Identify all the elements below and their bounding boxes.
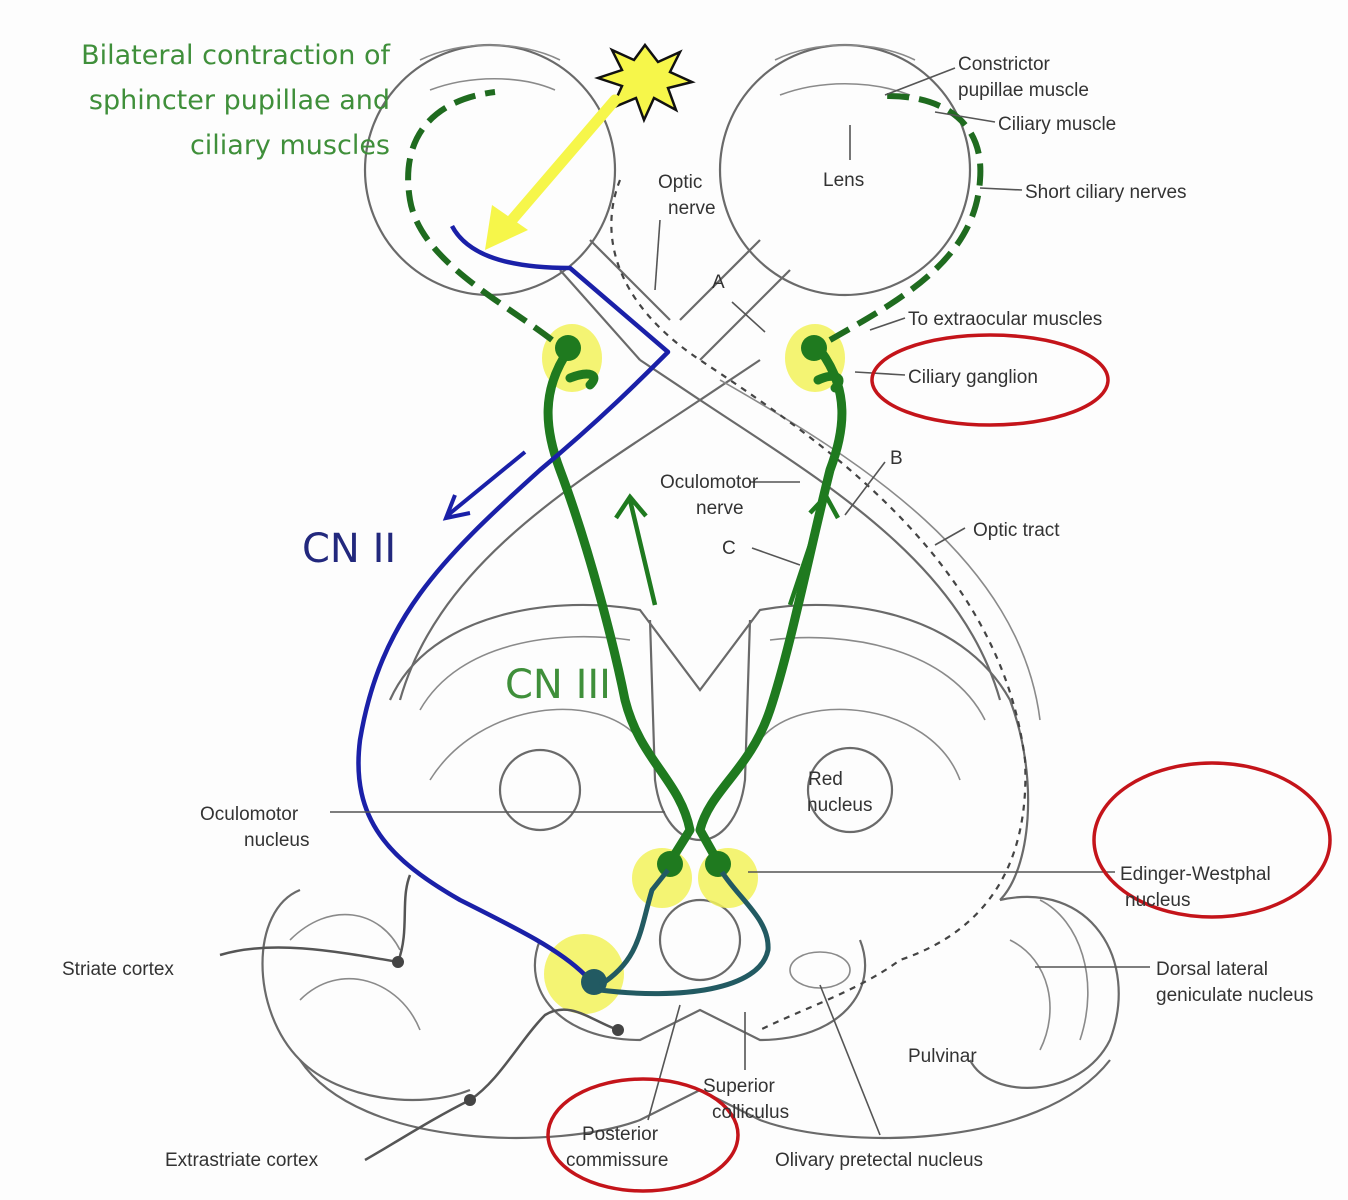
left-cn3-arrow [614, 493, 658, 606]
optic-tract-label: Optic tract [973, 520, 1060, 541]
edinger-westphal-label-1: Edinger-Westphal [1120, 864, 1271, 885]
ciliary-ganglion-circle [870, 333, 1110, 427]
extrastriate-cortex-label: Extrastriate cortex [165, 1150, 319, 1171]
title-line-2: sphincter pupillae and [89, 85, 390, 116]
dorsal-lateral-label-2: geniculate nucleus [1156, 985, 1313, 1006]
posterior-commissure-circle [546, 1077, 740, 1193]
short-ciliary-nerves [405, 89, 984, 343]
red-nucleus-label-2: nucleus [807, 795, 873, 816]
oculomotor-nerve-label-2: nerve [696, 498, 744, 519]
optic-nerve-label-2: nerve [668, 198, 716, 219]
ciliary-muscle-label: Ciliary muscle [998, 114, 1116, 135]
short-ciliary-nerves-label: Short ciliary nerves [1025, 182, 1187, 203]
pretectal-interneurons [598, 868, 771, 997]
marker-a-label: A [712, 272, 725, 293]
oculomotor-nucleus-label-1: Oculomotor [200, 804, 299, 825]
cn2-direction-arrow [442, 450, 527, 521]
edinger-westphal-label-2: nucleus [1125, 890, 1191, 911]
superior-colliculus-label-1: Superior [703, 1076, 775, 1097]
striate-cortex-label: Striate cortex [62, 959, 174, 980]
cn2-pathway [356, 224, 671, 995]
lens-label: Lens [823, 170, 864, 191]
cn3-label: CN III [505, 662, 611, 708]
emphasis-circles [546, 333, 1332, 1193]
edinger-westphal-circle [1092, 761, 1332, 919]
oculomotor-nerve-label-1: Oculomotor [660, 472, 759, 493]
midbrain-outline [388, 603, 1030, 901]
constrictor-label-1: Constrictor [958, 54, 1051, 75]
posterior-commissure-label-2: commissure [566, 1150, 668, 1171]
title-line-3: ciliary muscles [190, 130, 390, 161]
ciliary-ganglion-label: Ciliary ganglion [908, 367, 1038, 388]
light-burst-icon [594, 42, 696, 124]
title-block: Bilateral contraction of sphincter pupil… [81, 40, 391, 161]
aqueduct-shape [658, 898, 742, 982]
left-ew-nucleus-node [657, 851, 683, 877]
optic-tracts [398, 179, 1041, 1031]
olivary-pretectal-label: Olivary pretectal nucleus [775, 1150, 983, 1171]
optic-nerve-label-1: Optic [658, 172, 702, 193]
pulvinar-label: Pulvinar [908, 1046, 977, 1067]
superior-colliculus-label-2: colliculus [712, 1102, 789, 1123]
constrictor-label-2: pupillae muscle [958, 80, 1089, 101]
red-nucleus-label-1: Red [808, 769, 843, 790]
right-red-nucleus-shape [806, 746, 894, 834]
posterior-commissure-label-1: Posterior [582, 1124, 659, 1145]
oculomotor-nucleus-label-2: nucleus [244, 830, 310, 851]
thalamus-outline [261, 888, 1120, 1140]
cn3-pathway [543, 335, 847, 877]
marker-b-label: B [890, 448, 903, 469]
lesion-markers [731, 301, 886, 566]
cortex-fibers [219, 874, 624, 1162]
right-ciliary-ganglion-node [801, 335, 827, 361]
light-stimulus [485, 42, 696, 250]
olivary-nucleus-shape [789, 951, 851, 989]
dorsal-lateral-label-1: Dorsal lateral [1156, 959, 1268, 980]
left-ciliary-ganglion-node [555, 335, 581, 361]
contralateral-optic-fiber [610, 179, 1027, 1031]
label-leaders [330, 67, 1150, 1136]
light-ray-arrowhead [485, 205, 528, 250]
cn2-label: CN II [302, 526, 396, 572]
light-ray-arrow [499, 94, 621, 234]
right-eye [679, 43, 972, 361]
right-cn3-arrow [787, 492, 840, 606]
left-red-nucleus-shape [498, 748, 582, 832]
right-ew-nucleus-node [705, 851, 731, 877]
title-line-1: Bilateral contraction of [81, 40, 391, 71]
to-extraocular-label: To extraocular muscles [908, 309, 1102, 330]
marker-c-label: C [722, 538, 736, 559]
